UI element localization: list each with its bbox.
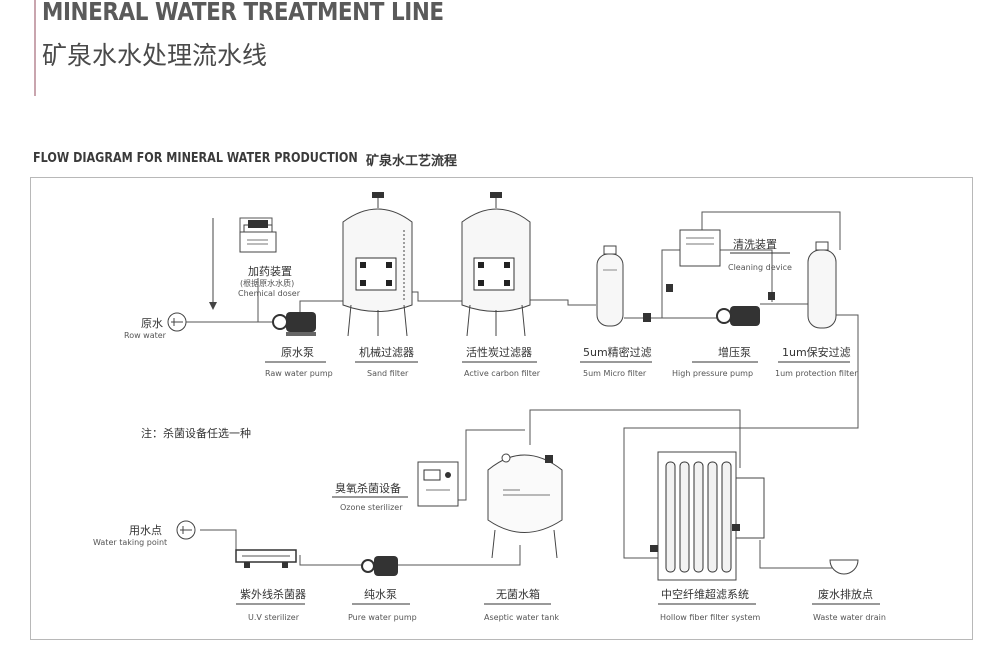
stage-label: 机械过滤器 [359, 345, 414, 359]
stage-label-en: Raw water pump [265, 369, 333, 378]
doser-label: 加药装置 [248, 265, 292, 278]
pure-water-pump-icon [361, 556, 398, 576]
stage-label: 增压泵 [718, 345, 751, 359]
stage-label-en: U.V sterilizer [248, 613, 300, 622]
section-title-chinese: 矿泉水工艺流程 [366, 154, 458, 169]
stage-label-en: Hollow fiber filter system [660, 613, 760, 622]
stage-label: 活性炭过滤器 [466, 345, 532, 359]
high-pressure-pump-icon [716, 306, 760, 326]
page-title: MINERAL WATER TREATMENT LINE [42, 0, 444, 26]
ozone-label: 臭氧杀菌设备 [335, 481, 401, 495]
ozone-sterilizer-icon [417, 461, 459, 507]
aseptic-water-tank-icon [487, 453, 563, 559]
cleaning-label-en: Cleaning device [728, 263, 792, 272]
sand-filter-tank-icon [342, 192, 413, 337]
stage-label-en: Active carbon filter [464, 369, 541, 378]
uv-sterilizer-icon [235, 549, 297, 568]
page-title-chinese: 矿泉水水处理流水线 [42, 41, 268, 70]
protection-filter-icon [807, 241, 837, 329]
stage-label: 废水排放点 [818, 587, 873, 601]
outlet-label-en: Water taking point [93, 538, 167, 547]
waste-drain-icon [829, 559, 859, 575]
stage-label-en: High pressure pump [672, 369, 753, 378]
note-text: 注：杀菌设备任选一种 [141, 426, 251, 440]
raw-water-pump-icon [272, 312, 316, 336]
cleaning-label: 清洗装置 [733, 238, 777, 251]
stage-label: 1um保安过滤 [782, 345, 851, 359]
pipelines [186, 211, 859, 569]
micro-filter-icon [596, 245, 624, 327]
outlet-label: 用水点 [129, 524, 162, 537]
stage-label: 紫外线杀菌器 [240, 587, 306, 601]
diagram-frame [30, 177, 973, 640]
water-taking-point-icon [176, 520, 196, 540]
inlet-label: 原水 [141, 317, 163, 330]
stage-label-en: Sand filter [367, 369, 409, 378]
header-accent-bar [34, 0, 36, 96]
valve-icon [643, 284, 775, 322]
section-title: FLOW DIAGRAM FOR MINERAL WATER PRODUCTIO… [33, 151, 358, 166]
stage-label: 纯水泵 [364, 588, 397, 601]
stage-label-en: Aseptic water tank [484, 613, 559, 622]
stage-label: 中空纤维超滤系统 [661, 587, 749, 601]
hollow-fiber-system-icon [650, 451, 765, 581]
doser-sub-label: (根据原水水质) [240, 278, 294, 288]
inlet-label-en: Row water [124, 331, 167, 340]
stage-label-en: 1um protection filter [775, 369, 858, 378]
stage-label: 原水泵 [281, 346, 314, 359]
cleaning-device-icon [679, 229, 721, 267]
stage-label-en: Waste water drain [813, 613, 886, 622]
stage-label: 无菌水箱 [496, 587, 540, 601]
stage-label: 5um精密过滤 [583, 345, 652, 359]
doser-label-en: Chemical doser [238, 289, 301, 298]
ozone-label-en: Ozone sterilizer [340, 503, 403, 512]
raw-water-inlet-icon [167, 312, 187, 332]
chemical-doser-icon [239, 220, 277, 253]
stage-label-en: 5um Micro filter [583, 369, 647, 378]
carbon-filter-tank-icon [461, 192, 531, 337]
stage-label-en: Pure water pump [348, 613, 417, 622]
